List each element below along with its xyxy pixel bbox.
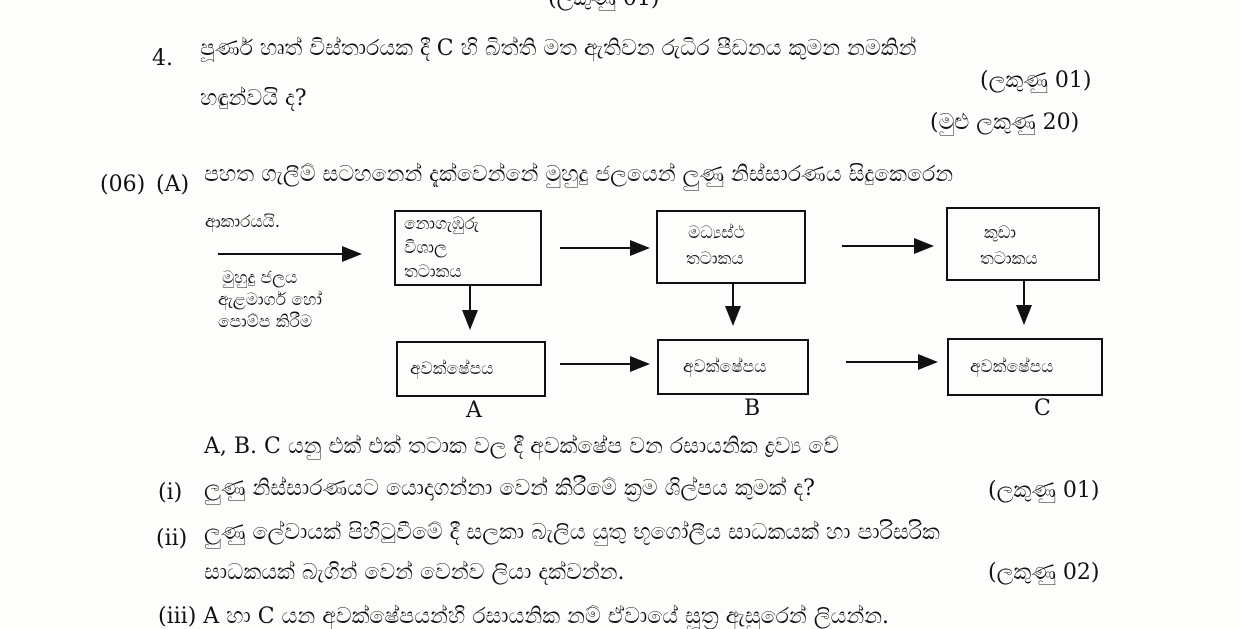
tank3-line2: තටාකය (980, 249, 1038, 269)
tank1-line1: නොගැඹුරු (404, 214, 479, 234)
q4-line1: පූර්ණ හෘත් විස්තාරයක දී C හි බිත්ති මත ඇ… (200, 36, 917, 61)
qi-marks: (ලකුණු 01) (988, 478, 1100, 503)
tank-small-box (946, 207, 1100, 281)
cut-top-text: (ලකුණු 01) (548, 0, 660, 11)
q6-intro-line2: ආකාරයයි. (205, 212, 281, 232)
q4-number: 4. (152, 46, 173, 71)
deposit-box-a (396, 341, 546, 397)
input-label-line1: මුහුදු ජලය (222, 268, 298, 288)
q4-line2: හඳුන්වයි ද? (200, 86, 307, 111)
input-label-line3: පොම්ප කිරීම (218, 312, 313, 332)
tank3-line1: කුඩා (984, 223, 1016, 243)
qi-number: (i) (158, 480, 183, 505)
input-label-line2: ඇළමාර්ග හෝ (218, 290, 322, 310)
q6-intro-line1: පහත ගැලීම් සටහනෙන් දැක්වෙන්නේ මුහුදු ජලය… (204, 162, 954, 187)
q4-total-marks: (මුළු ලකුණු 20) (930, 110, 1080, 135)
qii-line1: ලුණු ලේවායක් පිහිටුවීමේ දී සලකා බැලිය යු… (204, 520, 940, 545)
tank1-line2: විශාල (404, 238, 447, 258)
label-b: B (744, 396, 761, 421)
tank-shallow-large-box (394, 210, 542, 286)
deposit-b-text: අවක්ෂේපය (683, 357, 767, 377)
qi-text: ලුණු නිස්සාරණයට යොදාගන්නා වෙන් කිරීමේ ක්… (204, 476, 815, 501)
deposit-box-b (657, 339, 809, 395)
qii-number: (ii) (156, 526, 188, 551)
q6-number: (06) (100, 172, 146, 197)
deposit-a-text: අවක්ෂේපය (410, 359, 494, 379)
qii-marks: (ලකුණු 02) (988, 560, 1100, 585)
diagram-caption: A, B. C යනු එක් එක් තටාක වල දී අවක්ෂේප ව… (204, 434, 840, 459)
deposit-box-c (947, 338, 1103, 396)
tank2-line1: මධ්‍යස්ථ (688, 223, 746, 243)
tank-medium-box (656, 210, 806, 284)
q4-marks: (ලකුණු 01) (980, 68, 1092, 93)
label-c: C (1034, 396, 1051, 421)
tank1-line3: තටාකය (404, 262, 462, 282)
qiii-text: (iii) A හා C යන අවක්ෂේපයන්හි රසායනික නම්… (158, 604, 890, 629)
q6-part-label: (A) (156, 172, 190, 197)
tank2-line2: තටාකය (686, 249, 744, 269)
deposit-c-text: අවක්ෂේපය (970, 357, 1054, 377)
label-a: A (466, 398, 482, 423)
qii-line2: සාධකයක් බැගින් වෙන් වෙන්ව ලියා දක්වන්න. (204, 560, 625, 585)
